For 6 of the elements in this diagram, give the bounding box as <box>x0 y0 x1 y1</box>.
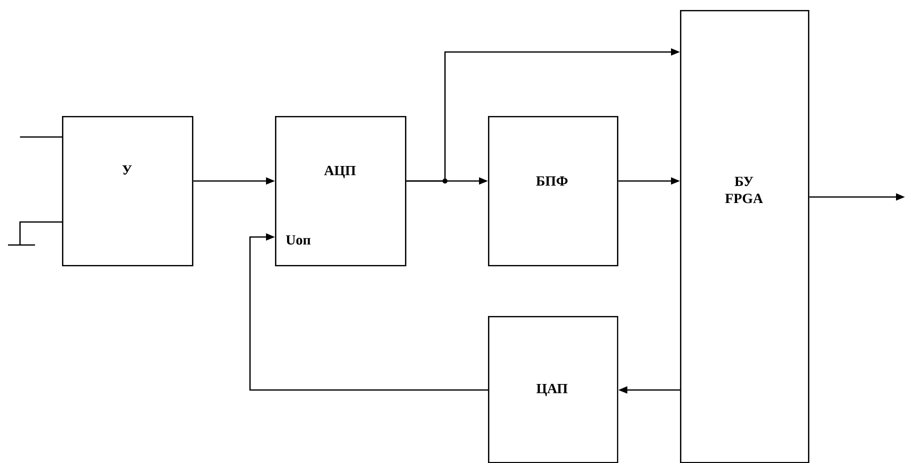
block-box: У <box>62 116 194 266</box>
block-box: БУ FPGA <box>680 10 810 463</box>
block-box: АЦП Uоп <box>275 116 406 266</box>
block-box: БПФ <box>488 116 618 266</box>
arrow <box>249 233 488 391</box>
block-box: ЦАП <box>488 316 618 463</box>
